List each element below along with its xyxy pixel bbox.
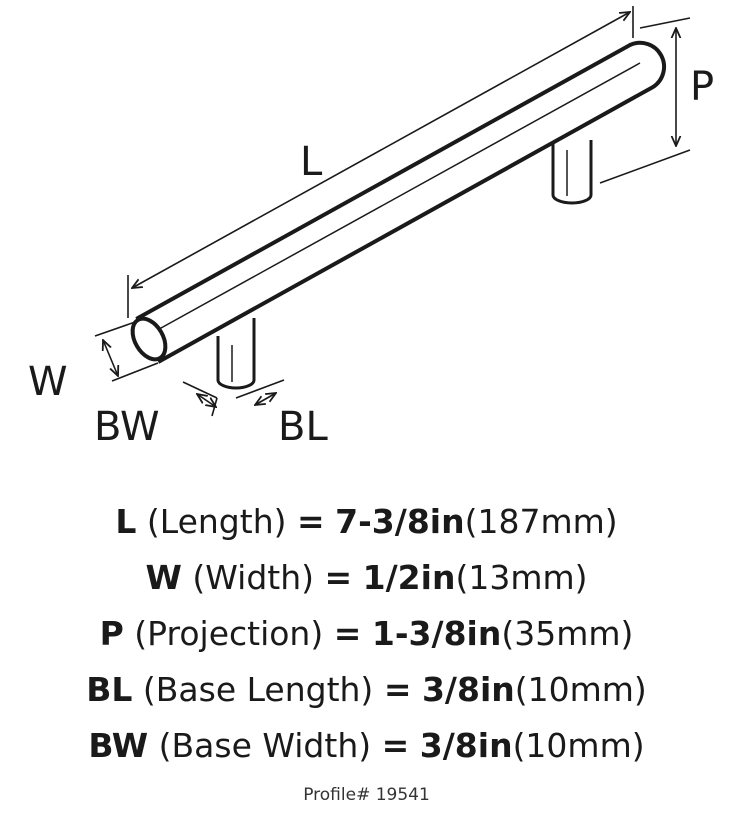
spec-key: W	[145, 558, 182, 597]
spec-desc: (Projection)	[134, 614, 324, 653]
spec-imperial: 7-3/8in	[335, 502, 465, 541]
spec-eq: =	[383, 670, 412, 709]
spec-length: L (Length) = 7-3/8in(187mm)	[0, 494, 733, 550]
label-W: W	[28, 359, 68, 405]
dimension-specs: L (Length) = 7-3/8in(187mm) W (Width) = …	[0, 494, 733, 774]
handle-bar	[130, 40, 667, 364]
profile-number: Profile# 19541	[303, 785, 430, 805]
spec-metric: (10mm)	[512, 726, 645, 765]
label-BL: BL	[278, 404, 328, 450]
spec-width: W (Width) = 1/2in(13mm)	[0, 550, 733, 606]
spec-eq: =	[333, 614, 362, 653]
base-dimensions	[182, 379, 285, 417]
spec-eq: =	[296, 502, 325, 541]
spec-desc: (Width)	[192, 558, 315, 597]
projection-dimension	[599, 17, 691, 184]
spec-metric: (10mm)	[514, 670, 647, 709]
spec-imperial: 3/8in	[419, 726, 513, 765]
spec-key: P	[99, 614, 124, 653]
width-dimension	[94, 320, 159, 382]
spec-key: BL	[86, 670, 133, 709]
label-P: P	[690, 64, 714, 110]
spec-base-width: BW (Base Width) = 3/8in(10mm)	[0, 718, 733, 774]
length-dimension	[127, 6, 634, 318]
spec-eq: =	[324, 558, 353, 597]
spec-imperial: 3/8in	[421, 670, 515, 709]
spec-imperial: 1/2in	[362, 558, 456, 597]
spec-desc: (Base Width)	[158, 726, 372, 765]
spec-key: BW	[88, 726, 149, 765]
back-post	[551, 140, 593, 205]
spec-desc: (Base Length)	[142, 670, 374, 709]
spec-eq: =	[381, 726, 410, 765]
spec-desc: (Length)	[146, 502, 287, 541]
label-BW: BW	[94, 404, 160, 450]
spec-base-length: BL (Base Length) = 3/8in(10mm)	[0, 662, 733, 718]
spec-metric: (35mm)	[501, 614, 634, 653]
handle-dimension-diagram: L P W BW BL	[28, 6, 714, 450]
spec-metric: (13mm)	[455, 558, 588, 597]
front-post	[216, 318, 256, 390]
spec-imperial: 1-3/8in	[371, 614, 502, 653]
label-L: L	[300, 139, 323, 185]
spec-key: L	[115, 502, 137, 541]
spec-projection: P (Projection) = 1-3/8in(35mm)	[0, 606, 733, 662]
spec-metric: (187mm)	[464, 502, 618, 541]
